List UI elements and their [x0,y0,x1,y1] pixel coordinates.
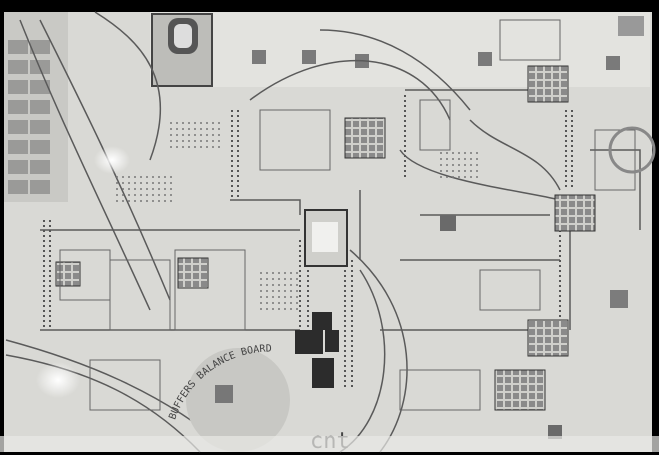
pin-strips [43,95,573,390]
component-clusters [55,19,636,439]
bottom-glare-strip [0,436,659,452]
glare-top [94,146,130,174]
top-pads [252,16,644,70]
glare-bottom [36,362,80,398]
dark-pad-stack [295,312,339,388]
bottom-round-pad [186,348,290,452]
left-pad-block [8,40,50,194]
right-circle-mark [608,126,656,174]
